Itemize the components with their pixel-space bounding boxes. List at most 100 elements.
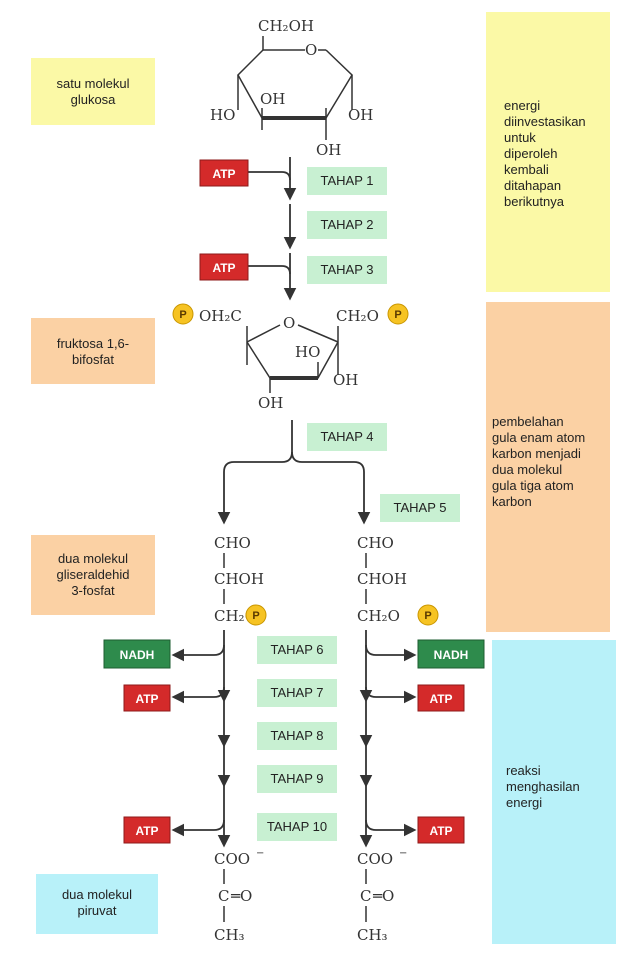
pyruvate-ch3: CH₃ [357, 926, 388, 944]
glucose-ring-o: O [305, 41, 317, 59]
label-line: energi [506, 795, 543, 810]
label-line: diinvestasikan [504, 114, 586, 129]
pyruvate-keto: ═O [230, 887, 252, 905]
atp-label: ATP [135, 824, 158, 838]
g3p-cho: CHO [357, 534, 394, 552]
cleavage-flow [217, 420, 371, 525]
label-line: gula enam atom [492, 430, 586, 445]
step-9-label: TAHAP 9 [257, 765, 337, 793]
label-line: glukosa [70, 92, 116, 107]
label-line: bifosfat [72, 352, 114, 367]
label-line: diperoleh [504, 146, 558, 161]
fructose-left-group: OH₂C [199, 307, 242, 325]
glucose-oh-top: OH [260, 90, 285, 108]
atp-badge-right-step7: ATP [417, 684, 465, 712]
nadh-badge-left: NADH [103, 639, 171, 669]
pyruvate-c: C [218, 887, 229, 905]
step-2-label: TAHAP 2 [307, 211, 387, 239]
pyruvate-keto: ═O [372, 887, 394, 905]
label-glucose: satu molekul glukosa [31, 58, 155, 125]
atp-badge-right-step10: ATP [417, 816, 465, 844]
glucose-oh-bottom: OH [316, 141, 341, 159]
glucose-molecule: CH₂OH O HO OH OH OH [210, 17, 373, 159]
glucose-oh-right: OH [348, 106, 373, 124]
fructose-ring-o: O [283, 314, 295, 332]
pyruvate-coo: COO [357, 850, 393, 868]
label-cleavage: pembelahan gula enam atom karbon menjadi… [486, 302, 610, 632]
glucose-ch2oh: CH₂OH [258, 17, 314, 35]
label-line: dua molekul [61, 887, 133, 902]
step-8-label: TAHAP 8 [257, 722, 337, 750]
fructose-ho: HO [295, 343, 320, 361]
phosphate-label: P [179, 309, 186, 321]
phosphate-label: P [394, 309, 401, 321]
step-6-label: TAHAP 6 [257, 636, 337, 664]
label-line: untuk [504, 130, 536, 145]
atp-badge-left-step7: ATP [123, 684, 171, 712]
atp-badge-step3: ATP [199, 253, 249, 281]
label-line: reaksi [506, 763, 541, 778]
fructose-molecule: P OH₂C CH₂O P O HO OH OH [172, 303, 409, 412]
phosphate-label: P [252, 610, 259, 622]
pyruvate-left-molecule: COO − C ═O CH₃ [214, 848, 264, 944]
glucose-ho-left: HO [210, 106, 235, 124]
label-energy-investment: energi diinvestasikan untuk diperoleh ke… [486, 12, 610, 292]
label-line: 3-fosfat [71, 583, 115, 598]
step-3-label: TAHAP 3 [307, 256, 387, 284]
nadh-badge-right: NADH [417, 639, 485, 669]
label-line: energi [504, 98, 541, 113]
pyruvate-c: C [360, 887, 371, 905]
label-line: karbon menjadi [492, 446, 581, 461]
g3p-choh: CHOH [214, 570, 264, 588]
label-fructose: fruktosa 1,6- bifosfat [31, 318, 155, 384]
atp-label: ATP [212, 261, 235, 275]
step-4-label: TAHAP 4 [307, 423, 387, 451]
g3p-left-molecule: CHO CHOH CH₂O P [214, 534, 267, 626]
step-5-label: TAHAP 5 [380, 494, 460, 522]
label-line: gula tiga atom [492, 478, 574, 493]
label-line: dua molekul [492, 462, 563, 477]
fructose-right-group: CH₂O [336, 307, 379, 325]
label-line: karbon [492, 494, 532, 509]
pyruvate-charge: − [256, 848, 264, 859]
step-10-label: TAHAP 10 [257, 813, 337, 841]
label-line: kembali [504, 162, 549, 177]
nadh-label: NADH [120, 648, 155, 662]
g3p-ch2o: CH₂O [357, 607, 400, 625]
g3p-choh: CHOH [357, 570, 407, 588]
label-line: satu molekul [56, 76, 130, 91]
atp-label: ATP [429, 824, 452, 838]
pyruvate-ch3: CH₃ [214, 926, 245, 944]
atp-badge-left-step10: ATP [123, 816, 171, 844]
label-line: gliseraldehid [56, 567, 130, 582]
label-line: dua molekul [57, 551, 129, 566]
payoff-flow-left [171, 630, 231, 848]
label-line: menghasilan [506, 779, 580, 794]
atp-badge-step1: ATP [199, 159, 249, 187]
label-energy-payoff: reaksi menghasilan energi [492, 640, 616, 944]
investment-flow [248, 157, 297, 301]
label-line: fruktosa 1,6- [56, 336, 130, 351]
g3p-cho: CHO [214, 534, 251, 552]
atp-label: ATP [135, 692, 158, 706]
step-7-label: TAHAP 7 [257, 679, 337, 707]
label-pyruvate: dua molekul piruvat [36, 874, 158, 934]
fructose-oh-bottom: OH [258, 394, 283, 412]
payoff-flow-right [359, 630, 417, 848]
pyruvate-charge: − [399, 848, 407, 859]
label-g3p: dua molekul gliseraldehid 3-fosfat [31, 535, 155, 615]
phosphate-label: P [424, 610, 431, 622]
g3p-right-molecule: CHO CHOH CH₂O P [357, 534, 439, 626]
fructose-oh-right: OH [333, 371, 358, 389]
nadh-label: NADH [434, 648, 469, 662]
step-1-label: TAHAP 1 [307, 167, 387, 195]
label-line: berikutnya [504, 194, 564, 209]
label-line: pembelahan [492, 414, 564, 429]
atp-label: ATP [429, 692, 452, 706]
pyruvate-right-molecule: COO − C ═O CH₃ [357, 848, 407, 944]
atp-label: ATP [212, 167, 235, 181]
label-line: piruvat [77, 903, 117, 918]
label-line: ditahapan [504, 178, 562, 193]
pyruvate-coo: COO [214, 850, 250, 868]
